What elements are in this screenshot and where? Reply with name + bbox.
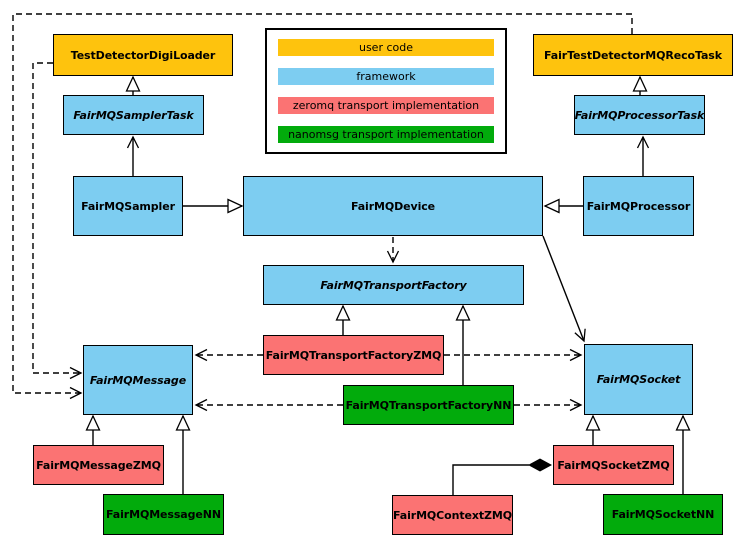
node-testdetectordigiloader: TestDetectorDigiLoader: [53, 34, 233, 76]
node-fairmqsampler: FairMQSampler: [73, 176, 183, 236]
node-label: FairMQTransportFactoryZMQ: [265, 348, 442, 362]
node-label: FairMQTransportFactory: [320, 278, 467, 292]
legend-label: nanomsg transport implementation: [288, 128, 484, 141]
node-label: FairMQMessageZMQ: [36, 458, 161, 472]
node-fairmqtransportfactory: FairMQTransportFactory: [263, 265, 524, 305]
node-fairmqsocket: FairMQSocket: [584, 344, 693, 415]
node-fairmqmessagenn: FairMQMessageNN: [103, 494, 224, 535]
node-fairmqsocketzmq: FairMQSocketZMQ: [553, 445, 674, 485]
legend-label: zeromq transport implementation: [292, 99, 480, 112]
edge-digiloader-message: [32, 62, 83, 380]
node-fairmqtransportfactorynn: FairMQTransportFactoryNN: [343, 385, 514, 425]
legend: user code framework zeromq transport imp…: [265, 28, 507, 154]
node-label: FairMQMessage: [89, 373, 187, 387]
node-fairmqmessagezmq: FairMQMessageZMQ: [33, 445, 164, 485]
node-label: FairMQSocketZMQ: [557, 458, 670, 472]
node-label: FairMQSampler: [81, 199, 175, 213]
node-fairmqtransportfactoryzmq: FairMQTransportFactoryZMQ: [263, 335, 444, 375]
node-fairmqprocessortask: FairMQProcessorTask: [574, 95, 705, 135]
node-fairmqsamplertask: FairMQSamplerTask: [63, 95, 204, 135]
node-label: FairMQMessageNN: [106, 508, 221, 521]
node-fairmqprocessor: FairMQProcessor: [583, 176, 694, 236]
node-label: FairTestDetectorMQRecoTask: [544, 48, 722, 62]
legend-item-user-code: user code: [278, 39, 494, 56]
edge-device-socket: [542, 235, 586, 343]
legend-label: framework: [356, 70, 416, 83]
legend-label: user code: [358, 41, 414, 54]
node-label: FairMQProcessor: [586, 199, 691, 213]
edge-recotask-message: [12, 13, 633, 400]
node-label: FairMQSamplerTask: [73, 108, 194, 122]
node-label: FairMQDevice: [350, 199, 436, 213]
node-label: FairMQTransportFactoryNN: [345, 398, 512, 412]
node-fairmqsocketnn: FairMQSocketNN: [603, 494, 723, 535]
node-label: TestDetectorDigiLoader: [70, 48, 216, 62]
node-fairmqmessage: FairMQMessage: [83, 345, 193, 415]
node-fairmqdevice: FairMQDevice: [243, 176, 543, 236]
node-fairmqcontextzmq: FairMQContextZMQ: [392, 495, 513, 535]
node-fairtestdetectormqrecotask: FairTestDetectorMQRecoTask: [533, 34, 733, 76]
node-label: FairMQSocketNN: [611, 508, 715, 521]
aggregation-diamond: [528, 458, 552, 472]
node-label: FairMQContextZMQ: [393, 508, 512, 522]
node-label: FairMQProcessorTask: [574, 108, 705, 122]
legend-item-zeromq: zeromq transport implementation: [278, 97, 494, 114]
legend-item-nanomsg: nanomsg transport implementation: [278, 126, 494, 143]
node-label: FairMQSocket: [596, 373, 681, 386]
edge-contextzmq-socketzmq: [452, 464, 529, 495]
legend-item-framework: framework: [278, 68, 494, 85]
